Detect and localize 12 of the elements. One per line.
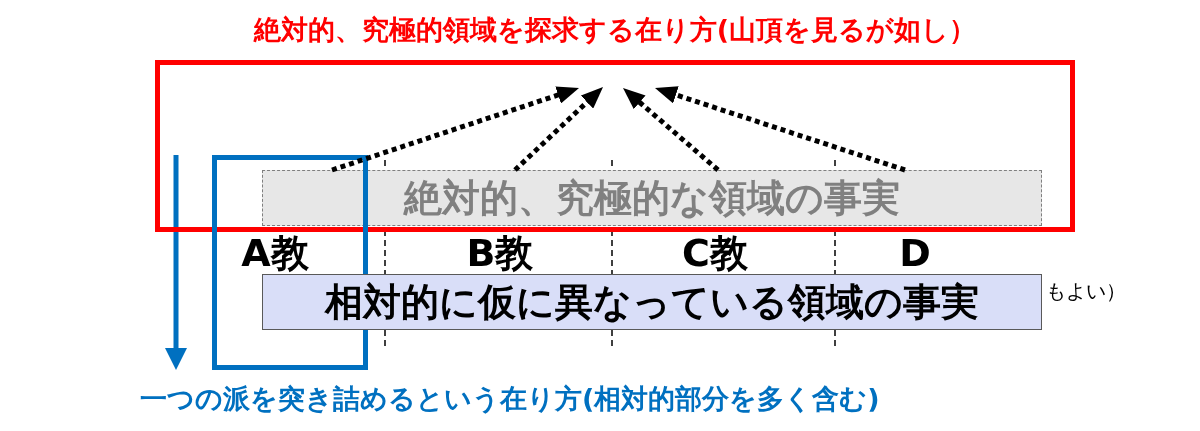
- fact-box: 相対的に仮に異なっている領域の事実: [262, 274, 1042, 330]
- arrow: [623, 87, 720, 172]
- arrow: [513, 86, 604, 172]
- heading-text: 絶対的、究極的領域を探求する在り方(山頂を見るが如し）: [253, 14, 977, 46]
- column-label: B教: [466, 233, 534, 273]
- note-text: もよい）: [1046, 279, 1126, 303]
- column-label: C教: [682, 233, 748, 273]
- heading-text: 一つの派を突き詰めるという在り方(相対的部分を多く含む): [140, 383, 880, 415]
- fact-box: 絶対的、究極的な領域の事実: [262, 170, 1042, 226]
- arrow: [655, 86, 906, 173]
- column-label: D: [899, 233, 931, 273]
- column-label: A教: [241, 233, 309, 273]
